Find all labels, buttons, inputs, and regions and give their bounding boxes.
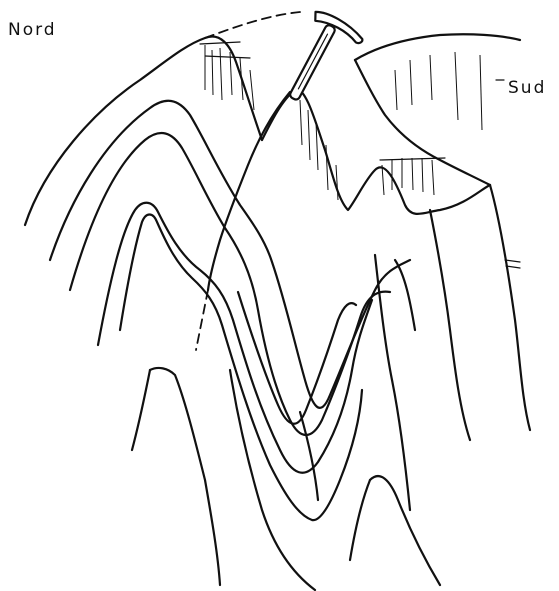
syncline-core	[238, 292, 356, 500]
limb-ticks	[496, 80, 520, 268]
lower-strands	[132, 368, 440, 590]
fold-layer-2	[70, 133, 390, 435]
thrust-fault	[196, 92, 290, 350]
outer-fold-outline	[25, 12, 300, 225]
geological-hammer-icon	[275, 8, 366, 114]
right-limbs	[375, 185, 530, 510]
fold-layer-1	[50, 101, 410, 408]
bedding-hatches	[200, 42, 482, 200]
